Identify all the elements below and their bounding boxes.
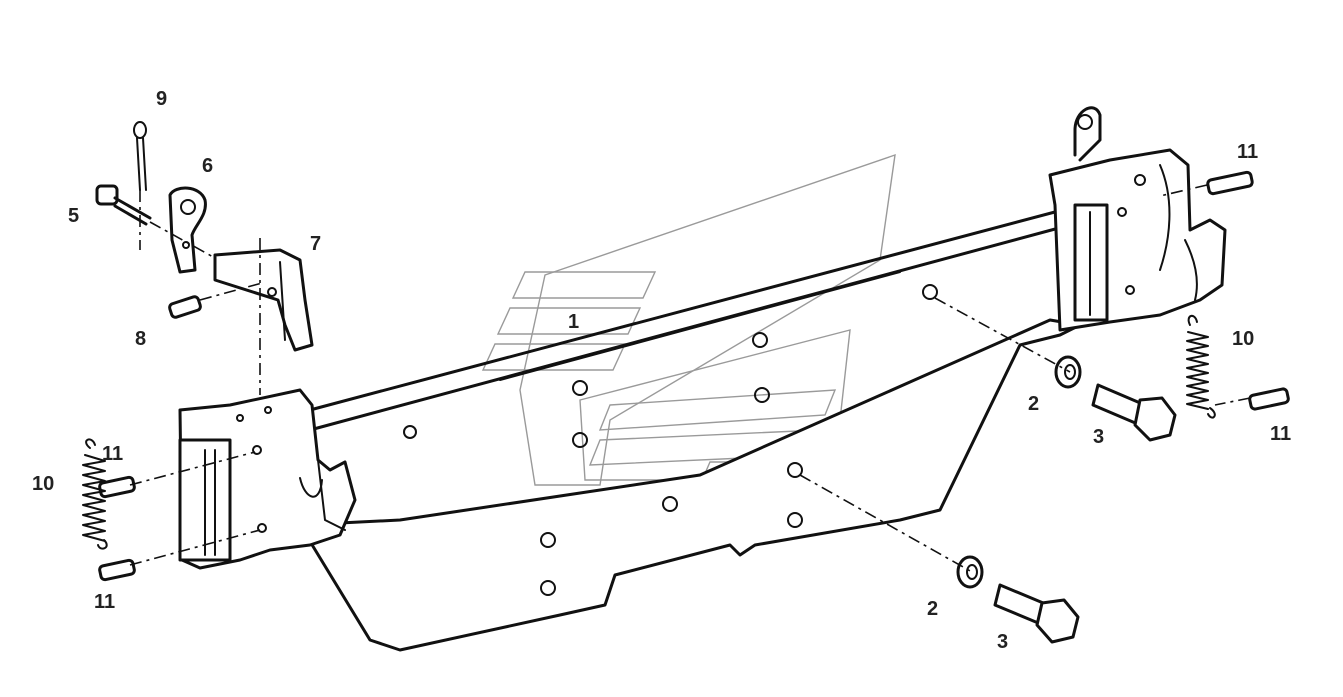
label-part-11-upper-right: 11 [1237,141,1258,163]
roll-pin-part-8 [168,295,202,319]
label-part-2-right: 2 [1028,393,1039,415]
washers-part-2 [956,355,1082,589]
label-part-3-right: 3 [1093,426,1104,448]
label-part-8: 8 [135,328,146,350]
label-part-1: 1 [568,311,579,333]
bolts-part-3 [993,383,1177,644]
label-part-10-left: 10 [32,473,54,495]
right-pins-part-11 [1206,170,1290,411]
left-pins-part-11 [98,475,136,582]
frame-plate [298,206,1082,652]
bolt-part-5 [95,184,152,226]
right-hook-bracket [1048,106,1227,332]
label-part-11-left-lower: 11 [94,591,115,613]
label-part-7: 7 [310,233,321,255]
right-spring-part-10 [1186,314,1216,419]
assembly-lines [129,184,1251,573]
label-part-10-right: 10 [1232,328,1254,350]
cotter-pin-part-9 [133,121,147,191]
label-part-11-lower-right: 11 [1270,423,1291,445]
plate-holes [403,284,938,596]
link-plate-part-6 [168,186,207,274]
label-part-5: 5 [68,205,79,227]
left-spring-part-10 [82,438,108,550]
part-labels: 1 2 2 3 3 5 6 7 8 9 10 10 11 11 11 11 [32,88,1291,653]
label-part-9: 9 [156,88,167,110]
label-part-3-lower: 3 [997,631,1008,653]
label-part-6: 6 [202,155,213,177]
label-part-11-left-upper: 11 [102,443,123,465]
left-hook-bracket [178,388,357,570]
label-part-2-lower: 2 [927,598,938,620]
latch-part-7 [213,248,314,352]
